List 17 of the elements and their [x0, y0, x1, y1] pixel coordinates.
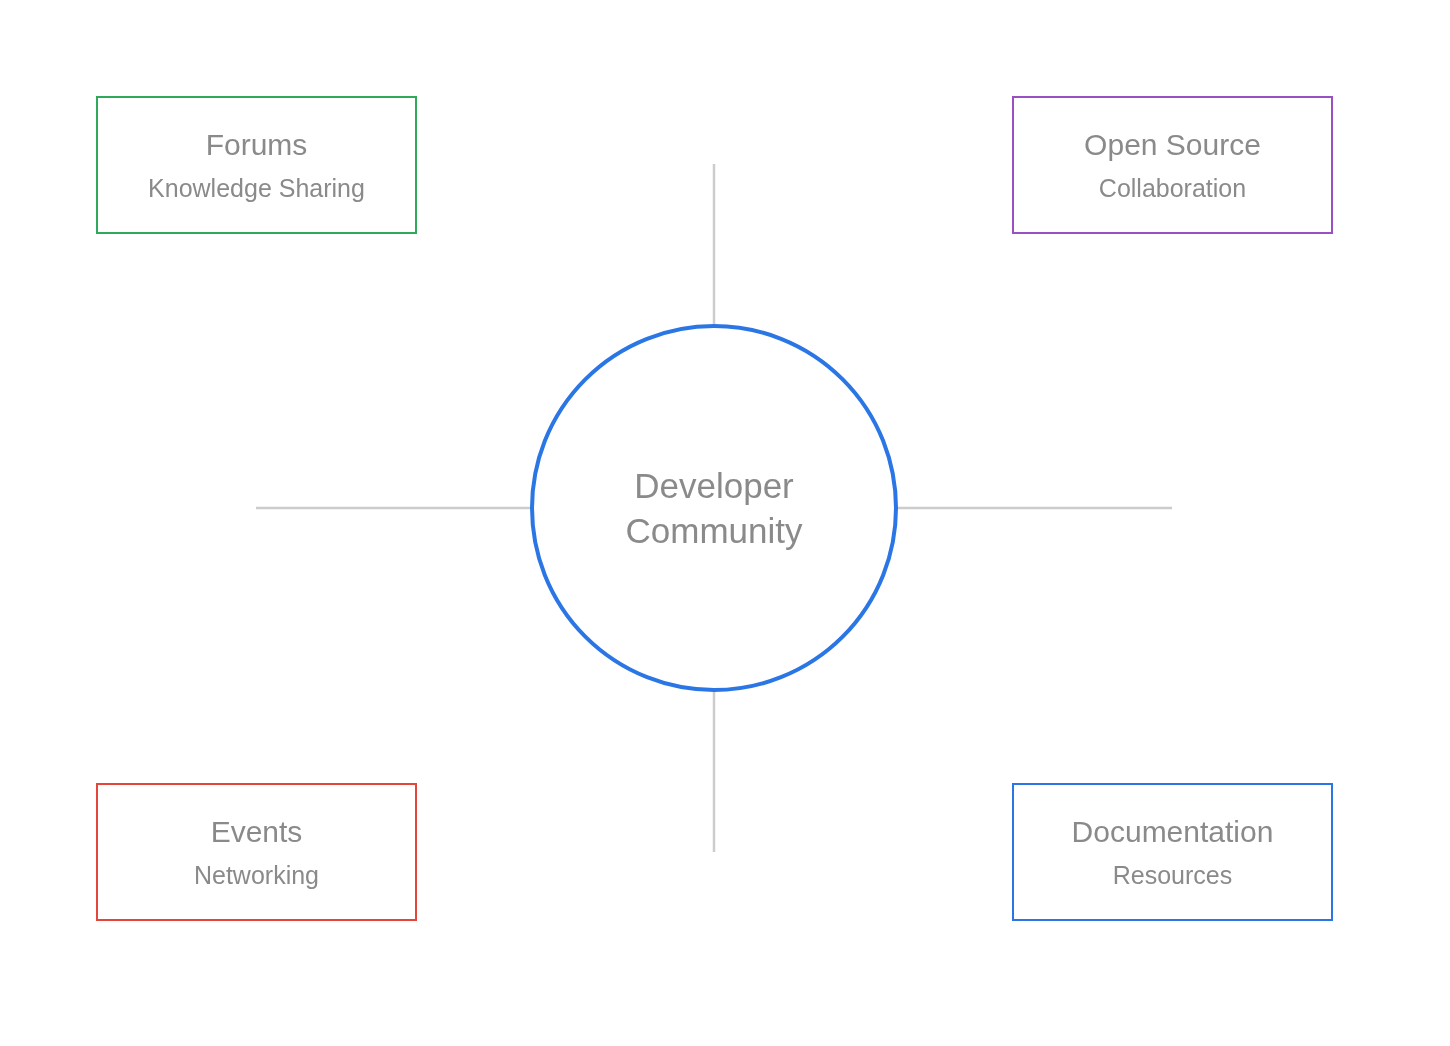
box-subtitle: Networking: [193, 860, 320, 890]
connector-line: [256, 506, 530, 510]
box-subtitle: Resources: [1112, 860, 1233, 890]
box-subtitle: Collaboration: [1098, 173, 1247, 203]
category-box: [1012, 96, 1333, 234]
category-box: [1012, 783, 1333, 921]
box-title: Open Source: [1084, 127, 1261, 163]
box-title: Events: [210, 814, 303, 850]
connector-line: [898, 506, 1172, 510]
connector-line: [712, 164, 716, 324]
box-title: Documentation: [1071, 814, 1274, 850]
category-box: [96, 783, 417, 921]
hub-label: Developer Community: [624, 464, 804, 552]
category-box: [96, 96, 417, 234]
box-subtitle: Knowledge Sharing: [148, 173, 365, 203]
box-title: Forums: [205, 127, 308, 163]
connector-line: [712, 692, 716, 852]
